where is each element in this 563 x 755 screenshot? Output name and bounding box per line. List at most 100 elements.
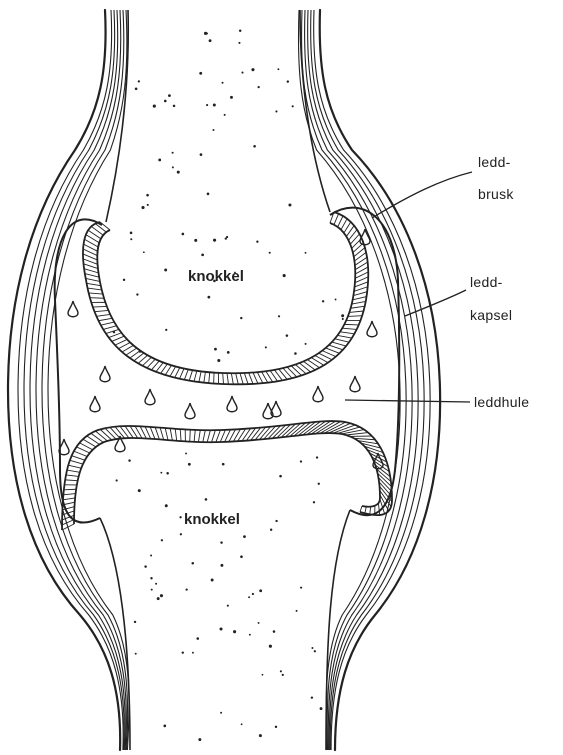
fluid-droplet [367,321,377,337]
stipple-dot [280,670,282,672]
stipple-dot [256,240,258,242]
cartilage-hatch [83,259,97,264]
cartilage-hatch [329,345,343,350]
stipple-dot [194,239,197,242]
upper-bone-label: knokkel [188,268,244,285]
cartilage-hatch [180,429,181,441]
cartilage-hatch [88,288,102,290]
capsule-fiber [314,10,430,750]
stipple-dot [286,334,289,337]
cartilage-hatch [106,329,119,333]
cartilage-hatch [242,428,251,441]
cartilage-hatch [65,480,78,481]
cartilage-hatch [209,372,210,383]
stipple-dot [191,562,194,565]
cartilage-hatch [311,358,324,366]
stipple-dot [288,204,291,207]
stipple-dot [143,251,145,253]
cartilage-hatch [62,520,74,525]
stipple-dot [161,539,163,541]
joint-capsule [8,10,440,750]
stipple-dot [292,105,294,107]
stipple-dot [141,206,144,209]
fluid-droplet [263,403,273,419]
stipple-dot [196,637,199,640]
stipple-dot [283,274,286,277]
stipple-dot [313,501,315,503]
cartilage-hatch [223,373,224,384]
stipple-dot [164,269,167,272]
cartilage-hatch [194,371,197,382]
cartilage-hatch [231,373,233,384]
capsule-fibers-left [18,10,129,750]
stipple-dot [206,104,208,106]
cartilage-hatch [110,427,120,438]
cartilage-hatch [203,430,206,442]
lower-bone-label: knokkel [184,511,240,528]
stipple-dot [199,72,202,75]
stipple-dot [259,734,262,737]
stipple-dot [166,472,169,475]
cartilage-hatch [283,368,292,378]
stipple-dot [116,479,118,481]
cartilage-hatch [251,428,261,441]
stipple-dot [322,300,324,302]
stipple-dot [182,233,185,236]
cartilage-hatch [351,306,365,308]
stipple-dot [172,152,174,154]
cartilage-hatch [150,427,155,439]
fluid-droplet [90,396,100,412]
capsule-fiber [30,10,125,750]
stipple-dot [294,352,297,355]
stipple-dot [113,331,115,333]
cartilage-hatch [194,430,195,442]
cartilage-hatch [76,447,89,453]
cartilage-hatch [198,430,200,442]
capsule-fibers-right [298,10,430,750]
stipple-dot [212,129,214,131]
stipple-dot [220,627,223,630]
cartilage-hatch [249,373,253,384]
cavity-label: leddhule [474,394,529,410]
cartilage-hatch [207,430,210,442]
stipple-dot [155,583,157,585]
cartilage-hatch [63,494,75,495]
fluid-droplet [185,403,195,419]
stipple-dot [251,68,254,71]
stipple-dot [188,463,191,466]
cartilage-hatch [103,326,116,330]
cartilage-hatch [204,372,206,383]
stipple-dot [270,529,272,531]
cartilage-hatch [350,234,359,244]
stipple-dot [204,32,207,35]
stipple-dot [200,153,203,156]
cartilage-hatch [68,465,81,468]
stipple-dot [144,565,146,567]
cartilage-hatch [349,311,363,312]
stipple-dot [180,533,182,535]
stipple-dot [198,738,201,741]
stipple-dot [318,483,320,485]
cartilage-hatch [84,264,98,269]
stipple-dot [238,42,240,44]
cartilage-hatch [175,429,177,441]
stipple-dot [217,359,220,362]
capsule-fiber [298,10,400,750]
bone-shafts [100,10,350,750]
cartilage-hatch [324,422,345,433]
stipple-dot [220,564,223,567]
cartilage-hatch [354,248,365,257]
stipple-dot [123,279,125,281]
stipple-dot [300,460,302,462]
cartilage-hatch [95,431,107,441]
cartilage-hatch [155,427,159,439]
stipple-dot [311,647,313,649]
stipple-dot [177,171,180,174]
stipple-dot [130,232,133,235]
cartilage-hatch [125,426,133,438]
stipple-dot [207,296,210,299]
stipple-dot [273,630,276,633]
cartilage-hatch [165,428,168,440]
stipple-dot [239,29,241,31]
stipple-dot [296,610,298,612]
